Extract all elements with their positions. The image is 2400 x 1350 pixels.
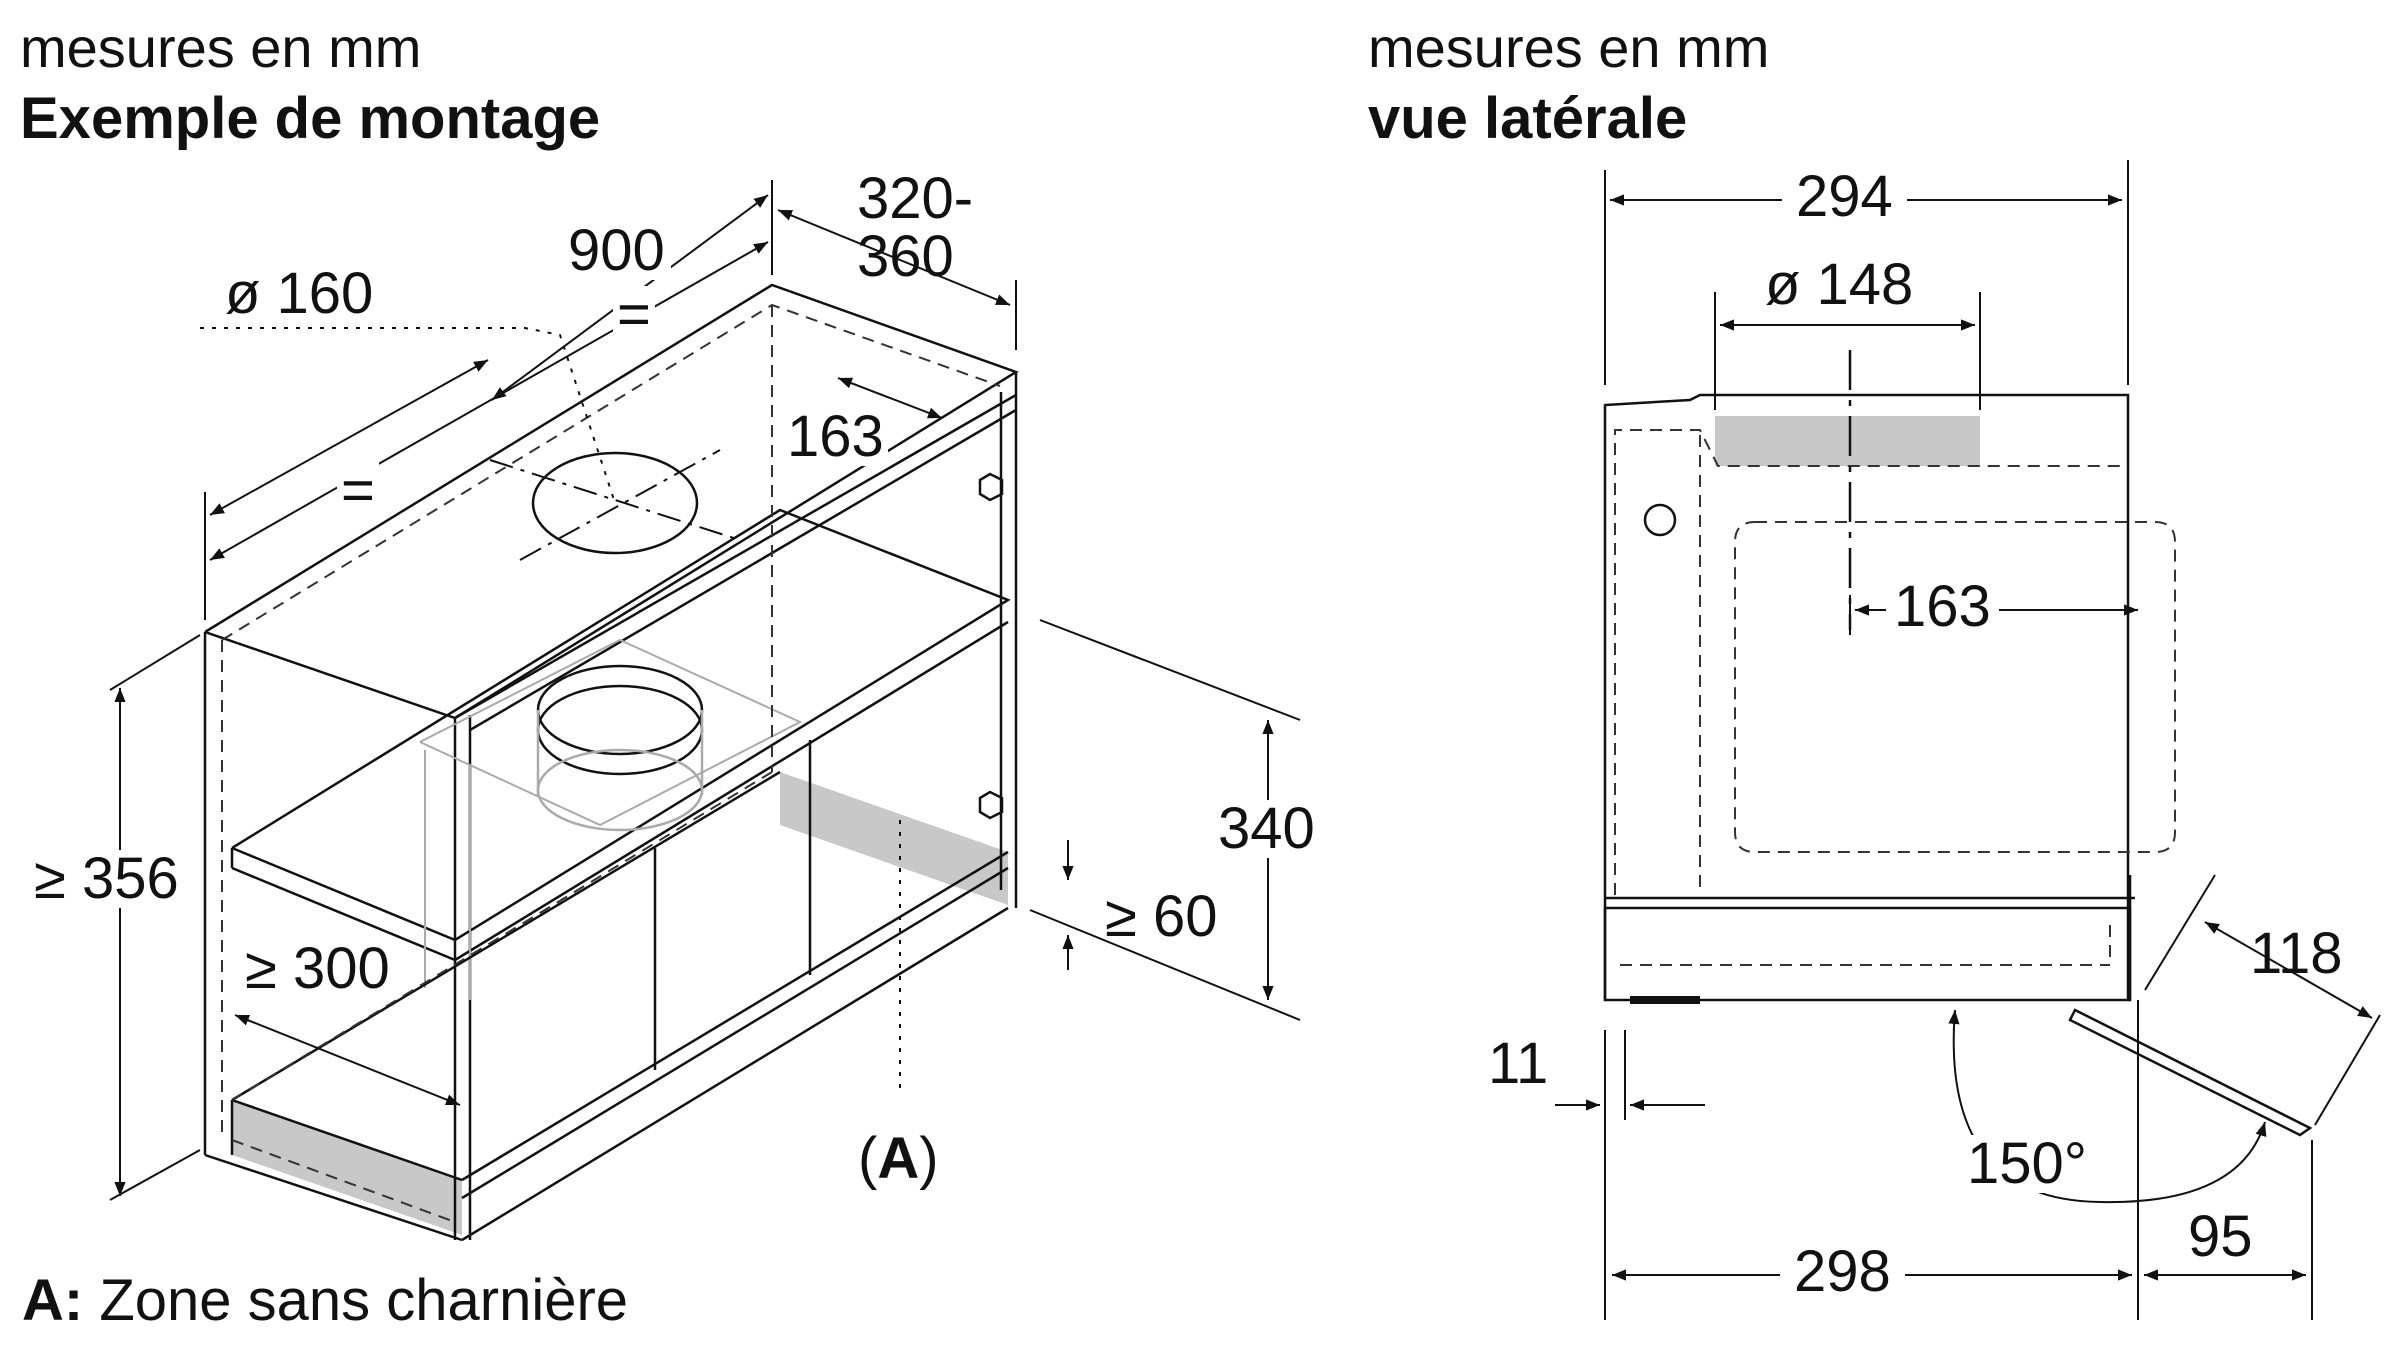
dim-bottom-298: 298 bbox=[1780, 1243, 1905, 1301]
dim-top-294: 294 bbox=[1782, 168, 1907, 226]
dim-min-60: ≥ 60 bbox=[1105, 884, 1218, 949]
duct-zone bbox=[1715, 416, 1980, 466]
dim-min-300: ≥ 300 bbox=[245, 936, 390, 1001]
hood-side-view bbox=[1605, 395, 2310, 1135]
dim-depth-range-top: 320- bbox=[857, 166, 974, 231]
hinge-free-zone-front bbox=[232, 1100, 462, 1235]
legend-key: A: bbox=[22, 1268, 84, 1333]
dimension-lines-left bbox=[110, 180, 1300, 1200]
dim-duct-diameter-right: ø 148 bbox=[1765, 252, 1914, 317]
right-title: vue latérale bbox=[1368, 86, 1688, 151]
dim-height-340: 340 bbox=[1212, 800, 1321, 858]
dim-offset-163-left: 163 bbox=[783, 408, 888, 466]
dim-opening-118: 118 bbox=[2250, 921, 2343, 986]
hinge-free-zone-back bbox=[780, 772, 1008, 905]
dim-duct-diameter-left: ø 160 bbox=[225, 261, 374, 326]
hidden-lines-right bbox=[1615, 430, 2175, 965]
cabinet-isometric bbox=[205, 285, 1016, 1240]
left-unit-note: mesures en mm bbox=[20, 16, 422, 79]
callout-a: (A) bbox=[858, 1126, 939, 1191]
dim-equal-top: = bbox=[613, 286, 655, 344]
centerlines-left bbox=[200, 328, 900, 1095]
dim-angle-150: 150° bbox=[1963, 1135, 2091, 1193]
dim-depth-range-bottom: 360 bbox=[857, 224, 954, 289]
left-title: Exemple de montage bbox=[20, 86, 601, 151]
legend: A: Zone sans charnière bbox=[22, 1272, 628, 1330]
dim-offset-163-right: 163 bbox=[1886, 578, 1999, 636]
dimension-lines-right bbox=[1555, 160, 2380, 1320]
dim-equal-bottom: = bbox=[337, 462, 379, 520]
legend-text: Zone sans charnière bbox=[99, 1268, 629, 1333]
dim-flap-95: 95 bbox=[2188, 1204, 2253, 1269]
dim-gap-11: 11 bbox=[1488, 1031, 1549, 1096]
dim-width-900: 900 bbox=[562, 222, 671, 280]
right-unit-note: mesures en mm bbox=[1368, 16, 1770, 79]
dim-height-min-356: ≥ 356 bbox=[30, 850, 183, 908]
